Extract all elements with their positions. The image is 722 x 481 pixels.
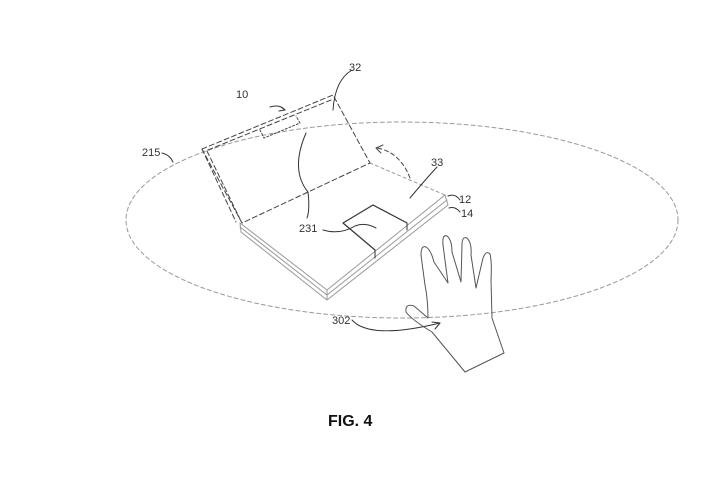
rotation-arrow-icon	[376, 147, 411, 179]
touchpad	[342, 204, 408, 251]
hand-drawing	[405, 235, 505, 373]
figure-caption: FIG. 4	[328, 413, 373, 430]
device-lid	[201, 94, 371, 224]
label-touchpad: 231	[299, 223, 317, 235]
label-lid: 32	[349, 62, 361, 74]
label-base-surface: 33	[431, 157, 443, 169]
label-device: 10	[236, 89, 248, 101]
label-hand: 302	[332, 315, 350, 327]
sensing-area-ellipse	[125, 121, 679, 319]
device-base	[239, 162, 449, 301]
label-layer-bottom: 14	[461, 208, 473, 220]
label-sensing-area: 215	[142, 147, 160, 159]
label-layer-top: 12	[459, 194, 471, 206]
